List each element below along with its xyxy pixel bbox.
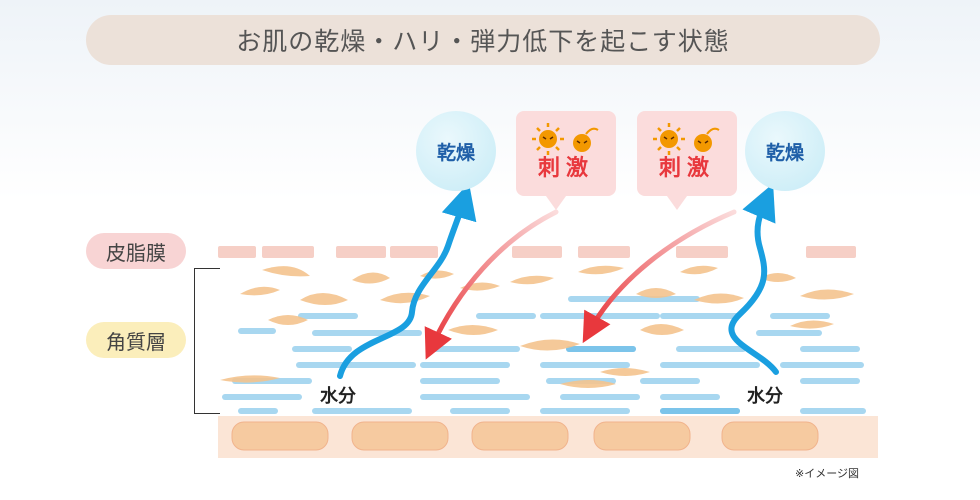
- stimulus-callout-left: 刺激: [516, 111, 616, 210]
- irritant-icons: [532, 123, 599, 155]
- stratum-corneum-label-text: 角質層: [106, 329, 166, 354]
- diagram-title: お肌の乾燥・ハリ・弾力低下を起こす状態: [86, 15, 880, 65]
- lower-cell-layer: [218, 416, 878, 458]
- highlighted-lipids: [566, 346, 740, 414]
- stimulus-arrow-left: [424, 209, 559, 360]
- dryness-bubble-left: 乾燥: [416, 111, 496, 191]
- sebum-layer-label: 皮脂膜: [86, 233, 186, 269]
- dryness-bubble-right-text: 乾燥: [765, 141, 804, 164]
- image-note: ※イメージ図: [795, 467, 859, 480]
- sun-irritant-icon: [532, 123, 564, 155]
- sebum-film: [218, 246, 856, 258]
- dryness-bubble-left-text: 乾燥: [436, 141, 475, 164]
- corneocyte-flakes: [220, 265, 854, 388]
- stratum-corneum-bracket: [194, 268, 220, 414]
- moisture-loss-arrow-right: [728, 183, 779, 375]
- dryness-bubble-right: 乾燥: [745, 111, 825, 191]
- stimulus-callout-right: 刺激: [637, 111, 737, 210]
- irritant-icons: [653, 123, 720, 155]
- diagram-title-text: お肌の乾燥・ハリ・弾力低下を起こす状態: [236, 27, 730, 56]
- moisture-loss-arrow-left: [337, 182, 477, 379]
- sun-irritant-icon: [653, 123, 685, 155]
- germ-irritant-icon: [573, 127, 599, 152]
- moisture-label-right: 水分: [745, 382, 785, 408]
- sebum-layer-label-text: 皮脂膜: [106, 240, 166, 265]
- stratum-corneum-label: 角質層: [86, 322, 186, 358]
- moisture-label-left: 水分: [318, 382, 358, 408]
- stimulus-arrow-right: [582, 209, 737, 344]
- stimulus-label-left: 刺激: [537, 156, 594, 181]
- stimulus-label-right: 刺激: [658, 156, 715, 181]
- germ-irritant-icon: [694, 127, 720, 152]
